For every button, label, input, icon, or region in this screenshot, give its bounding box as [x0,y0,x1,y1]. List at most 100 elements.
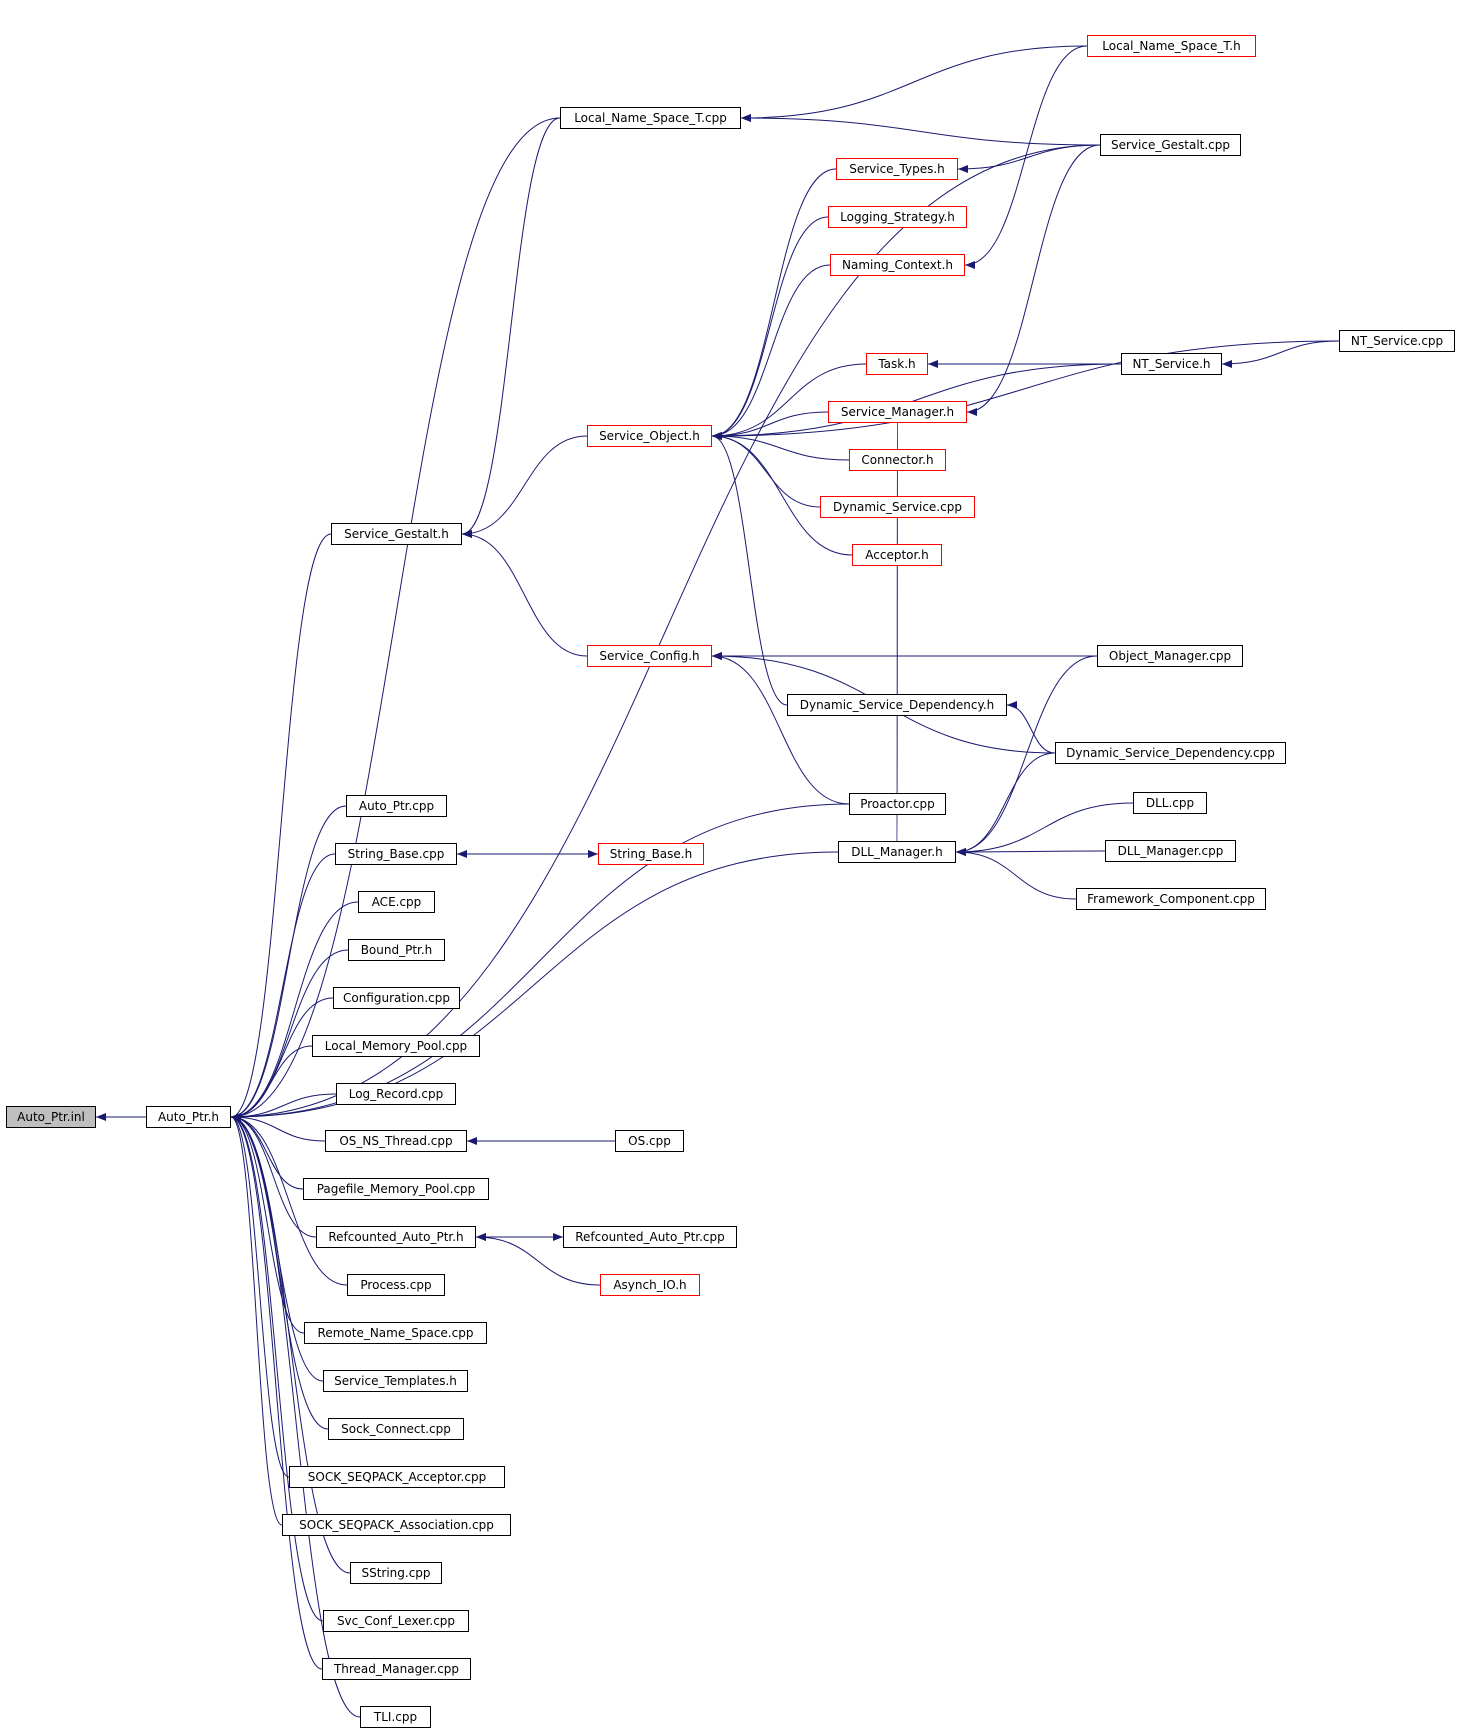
node-service-gestalt-cpp[interactable]: Service_Gestalt.cpp [1100,134,1241,156]
node-sock-seqpack-association-cpp[interactable]: SOCK_SEQPACK_Association.cpp [282,1514,511,1536]
node-auto-ptr-cpp[interactable]: Auto_Ptr.cpp [346,795,447,817]
node-local-memory-pool-cpp[interactable]: Local_Memory_Pool.cpp [312,1035,480,1057]
node-svc-conf-lexer-cpp[interactable]: Svc_Conf_Lexer.cpp [323,1610,469,1632]
node-nt-service-cpp[interactable]: NT_Service.cpp [1339,330,1455,352]
edge-dynamic_service_cpp-to-service_object_h [711,432,821,508]
node-proactor-cpp[interactable]: Proactor.cpp [849,793,946,815]
node-service-gestalt-h[interactable]: Service_Gestalt.h [331,523,462,545]
edge-tli_cpp-to-auto_ptr_h [230,1113,361,1718]
edge-service_types_h-to-service_object_h [711,168,837,440]
edge-logging_strategy_h-to-service_object_h [711,216,829,440]
node-os-cpp[interactable]: OS.cpp [615,1130,684,1152]
node-thread-manager-cpp[interactable]: Thread_Manager.cpp [322,1658,471,1680]
edge-proactor_cpp-to-service_config_h [711,652,850,805]
node-connector-h[interactable]: Connector.h [849,449,946,471]
edge-bound_ptr_h-to-auto_ptr_h [230,949,349,1121]
edge-configuration_cpp-to-auto_ptr_h [230,997,334,1121]
node-tli-cpp[interactable]: TLI.cpp [360,1706,431,1728]
edge-local_memory_pool_cpp-to-auto_ptr_h [230,1045,313,1121]
node-asynch-io-h[interactable]: Asynch_IO.h [600,1274,700,1296]
edge-service_gestalt_cpp-to-auto_ptr_h [230,144,1101,1121]
node-object-manager-cpp[interactable]: Object_Manager.cpp [1097,645,1243,667]
edge-sock_seqpack_association_cpp-to-auto_ptr_h [230,1113,283,1526]
node-sock-connect-cpp[interactable]: Sock_Connect.cpp [328,1418,464,1440]
node-task-h[interactable]: Task.h [866,353,928,375]
edge-dynamic_service_dependency_cpp-to-dynamic_service_dependency_h [1006,701,1056,754]
node-logging-strategy-h[interactable]: Logging_Strategy.h [828,206,967,228]
edge-local_name_space_t_h-to-naming_context_h [964,45,1088,269]
edge-framework_component_cpp-to-dll_manager_h [955,848,1077,900]
node-service-manager-h[interactable]: Service_Manager.h [828,401,967,423]
node-auto-ptr-h[interactable]: Auto_Ptr.h [146,1106,231,1128]
node-dynamic-service-cpp[interactable]: Dynamic_Service.cpp [820,496,975,518]
edge-proactor_cpp-to-auto_ptr_h [230,803,850,1121]
edge-service_config_h-to-service_gestalt_h [461,530,588,657]
edge-process_cpp-to-auto_ptr_h [230,1113,348,1286]
node-service-object-h[interactable]: Service_Object.h [587,425,712,447]
edge-sstring_cpp-to-auto_ptr_h [230,1113,351,1574]
node-dll-cpp[interactable]: DLL.cpp [1133,792,1207,814]
edge-nt_service_cpp-to-service_object_h [711,340,1340,440]
edge-svc_conf_lexer_cpp-to-auto_ptr_h [230,1113,324,1622]
edge-dll_cpp-to-dll_manager_h [955,802,1134,856]
node-configuration-cpp[interactable]: Configuration.cpp [333,987,460,1009]
edge-service_gestalt_h-to-auto_ptr_h [230,533,332,1121]
edge-dynamic_service_dependency_cpp-to-dll_manager_h [955,752,1056,856]
edge-thread_manager_cpp-to-auto_ptr_h [230,1113,323,1670]
node-service-types-h[interactable]: Service_Types.h [836,158,958,180]
edge-sock_seqpack_acceptor_cpp-to-auto_ptr_h [230,1113,290,1478]
node-nt-service-h[interactable]: NT_Service.h [1121,353,1222,375]
edge-dll_manager_h-to-service_manager_h [889,411,898,853]
node-dll-manager-h[interactable]: DLL_Manager.h [838,841,956,863]
node-refcounted-auto-ptr-h[interactable]: Refcounted_Auto_Ptr.h [316,1226,476,1248]
edge-local_name_space_t_cpp-to-auto_ptr_h [230,117,561,1121]
edge-refcounted_auto_ptr_h-to-auto_ptr_h [230,1113,317,1238]
edge-sock_connect_cpp-to-auto_ptr_h [230,1113,329,1430]
node-framework-component-cpp[interactable]: Framework_Component.cpp [1076,888,1266,910]
node-log-record-cpp[interactable]: Log_Record.cpp [336,1083,456,1105]
node-string-base-h[interactable]: String_Base.h [598,843,704,865]
edge-local_name_space_t_h-to-local_name_space_t_cpp [740,45,1088,122]
edge-string_base_cpp-to-auto_ptr_h [230,853,336,1121]
edge-service_manager_h-to-service_object_h [711,411,829,440]
edge-naming_context_h-to-service_object_h [711,264,831,440]
node-acceptor-h[interactable]: Acceptor.h [852,544,942,566]
edge-task_h-to-service_object_h [711,363,867,440]
node-sstring-cpp[interactable]: SString.cpp [350,1562,442,1584]
edge-ace_cpp-to-auto_ptr_h [230,901,359,1121]
node-naming-context-h[interactable]: Naming_Context.h [830,254,965,276]
edge-service_object_h-to-service_gestalt_h [461,435,588,538]
edge-log_record_cpp-to-auto_ptr_h [230,1093,337,1121]
edge-nt_service_h-to-service_object_h [711,363,1122,440]
node-dynamic-service-dependency-cpp[interactable]: Dynamic_Service_Dependency.cpp [1055,742,1286,764]
node-local-name-space-t-h[interactable]: Local_Name_Space_T.h [1087,35,1256,57]
edge-dll_manager_cpp-to-dll_manager_h [955,847,1106,856]
node-sock-seqpack-acceptor-cpp[interactable]: SOCK_SEQPACK_Acceptor.cpp [289,1466,505,1488]
node-local-name-space-t-cpp[interactable]: Local_Name_Space_T.cpp [560,107,741,129]
edge-local_name_space_t_cpp-to-service_gestalt_h [461,117,561,538]
node-bound-ptr-h[interactable]: Bound_Ptr.h [348,939,445,961]
node-string-base-cpp[interactable]: String_Base.cpp [335,843,457,865]
node-refcounted-auto-ptr-cpp[interactable]: Refcounted_Auto_Ptr.cpp [563,1226,737,1248]
node-ace-cpp[interactable]: ACE.cpp [358,891,435,913]
edge-os_ns_thread_cpp-to-auto_ptr_h [230,1113,326,1142]
node-auto-ptr-inl[interactable]: Auto_Ptr.inl [6,1106,96,1128]
node-service-templates-h[interactable]: Service_Templates.h [323,1370,468,1392]
edge-asynch_io_h-to-refcounted_auto_ptr_h [475,1233,601,1286]
node-remote-name-space-cpp[interactable]: Remote_Name_Space.cpp [304,1322,487,1344]
edge-connector_h-to-service_object_h [711,432,850,461]
edge-service_gestalt_cpp-to-service_types_h [957,144,1101,173]
node-os-ns-thread-cpp[interactable]: OS_NS_Thread.cpp [325,1130,467,1152]
edge-acceptor_h-to-service_object_h [711,432,853,556]
node-service-config-h[interactable]: Service_Config.h [587,645,712,667]
node-pagefile-memory-pool-cpp[interactable]: Pagefile_Memory_Pool.cpp [303,1178,489,1200]
node-dll-manager-cpp[interactable]: DLL_Manager.cpp [1105,840,1236,862]
edge-service_gestalt_cpp-to-service_manager_h [966,144,1101,416]
node-dynamic-service-dependency-h[interactable]: Dynamic_Service_Dependency.h [787,694,1007,716]
node-process-cpp[interactable]: Process.cpp [347,1274,445,1296]
edge-nt_service_cpp-to-nt_service_h [1221,340,1340,368]
edge-service_gestalt_cpp-to-local_name_space_t_cpp [740,114,1101,146]
edge-dynamic_service_dependency_h-to-service_object_h [711,432,788,706]
